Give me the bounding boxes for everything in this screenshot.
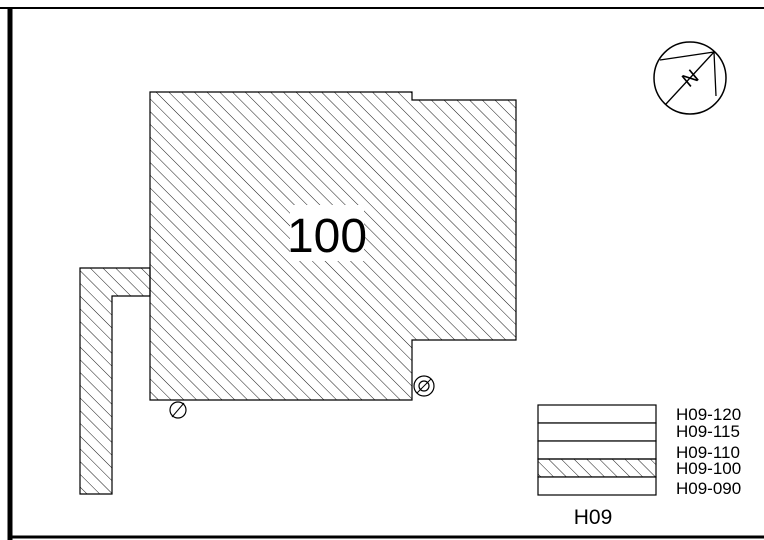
building-wing[interactable] (79, 267, 151, 495)
room-label-background (290, 205, 364, 261)
floor-label-h09-110[interactable]: H09-110 (676, 443, 740, 462)
floor-label-h09-120[interactable]: H09-120 (676, 405, 741, 424)
floor-label-h09-115[interactable]: H09-115 (676, 422, 740, 441)
column-symbol-right (413, 375, 435, 397)
floor-row-h09-115[interactable] (537, 422, 657, 442)
floor-row-h09-100[interactable] (537, 458, 657, 478)
north-arrow-icon: N (653, 41, 727, 115)
building-code-label: H09 (574, 506, 613, 529)
column-symbol-left (169, 401, 187, 419)
floor-row-h09-120[interactable] (537, 404, 657, 424)
floor-row-h09-110[interactable] (537, 440, 657, 460)
floor-label-h09-100[interactable]: H09-100 (676, 459, 741, 478)
room-label[interactable]: 100 (287, 210, 367, 263)
floor-row-h09-090[interactable] (537, 476, 657, 496)
floor-legend: H09-120 H09-115 H09-110 H09-100 H09-090 … (537, 404, 741, 529)
floor-label-h09-090[interactable]: H09-090 (676, 479, 741, 498)
drawing-frame (0, 7, 764, 540)
